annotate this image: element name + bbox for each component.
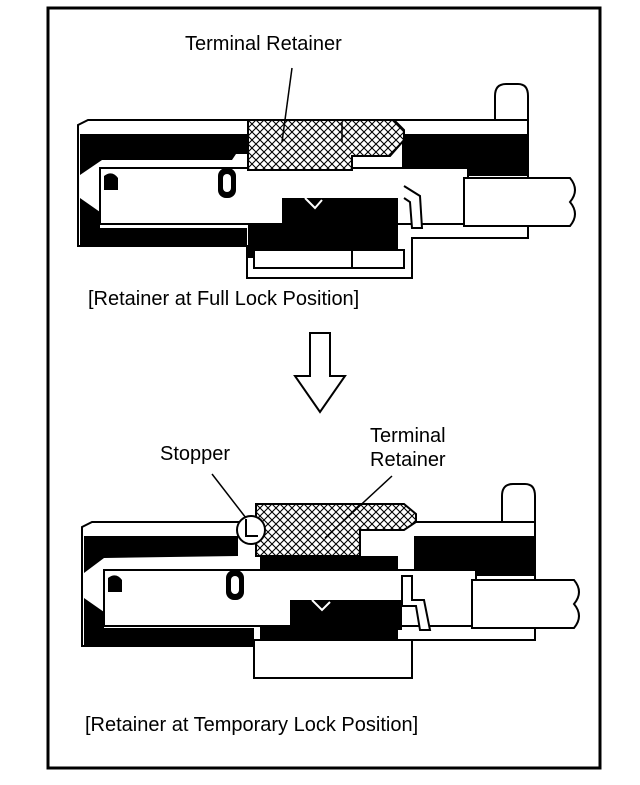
down-arrow-icon [293,332,347,414]
temporary-lock-connector [81,483,580,679]
label-stopper: Stopper [160,443,230,465]
terminal-lance-bottom [108,575,122,592]
retainer-skirt [253,249,405,269]
housing-lower-band [80,198,247,246]
retainer-skirt-bottom [253,639,413,679]
stopper-circle [236,515,266,545]
latch-tab [494,83,529,121]
leader-stopper [211,473,247,519]
terminal-spring [304,197,323,210]
housing-lower-band-bottom [84,598,254,646]
terminal-lance [104,173,118,190]
caption-temporary-lock: [Retainer at Temporary Lock Position] [85,714,418,736]
caption-full-lock: [Retainer at Full Lock Position] [88,288,359,310]
latch-tab-bottom [501,483,536,523]
label-terminal-retainer: Terminal Retainer [185,33,342,55]
terminal-window-bottom [290,600,402,630]
stopper-mark [245,519,258,537]
terminal-spring-bottom [311,599,331,612]
housing-upper-band-bottom [84,536,238,573]
full-lock-connector [77,83,576,279]
wire-bottom [471,579,580,629]
housing-upper-band [80,134,248,175]
terminal-retainer-block-bottom [255,503,417,557]
terminal-slot-hole [223,174,231,192]
label-terminal-line1: Terminal [370,425,446,447]
label-terminal-line2: Retainer [370,449,446,471]
outer-border [46,6,602,770]
terminal-window [282,198,398,228]
terminal-slot-hole-bottom [231,576,239,594]
terminal-retainer-block [247,119,405,171]
leader-terminal-retainer-bottom [324,475,393,539]
wire [463,177,576,227]
leader-terminal-retainer [281,67,293,143]
retainer-hook [403,185,424,229]
retainer-hook-bottom [401,575,432,631]
